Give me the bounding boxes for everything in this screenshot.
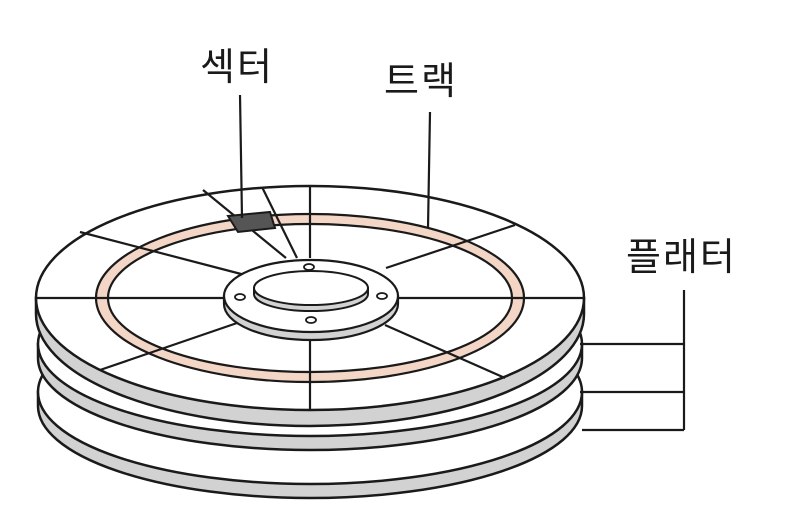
spindle-center: [253, 270, 369, 306]
platter-leader: [580, 290, 686, 432]
sector-line: [384, 323, 506, 380]
sector-line: [79, 230, 246, 277]
sector-line: [99, 320, 241, 372]
leader-lines: [238, 94, 686, 432]
sector-line: [261, 186, 298, 259]
screw-hole: [305, 316, 317, 324]
highlighted-sector: [226, 210, 277, 234]
track-leader: [426, 111, 432, 229]
screw-hole: [234, 293, 246, 301]
sector-lines: [36, 186, 584, 410]
platter-1: [34, 184, 586, 428]
screw-holes: [234, 263, 388, 324]
screw-hole: [303, 263, 315, 271]
sector-leader: [238, 94, 244, 219]
sector-line: [385, 223, 516, 270]
sector-label: 섹터: [200, 45, 274, 89]
track-label: 트랙: [384, 59, 458, 103]
platter-label: 플래터: [626, 235, 737, 279]
screw-hole: [376, 292, 388, 300]
